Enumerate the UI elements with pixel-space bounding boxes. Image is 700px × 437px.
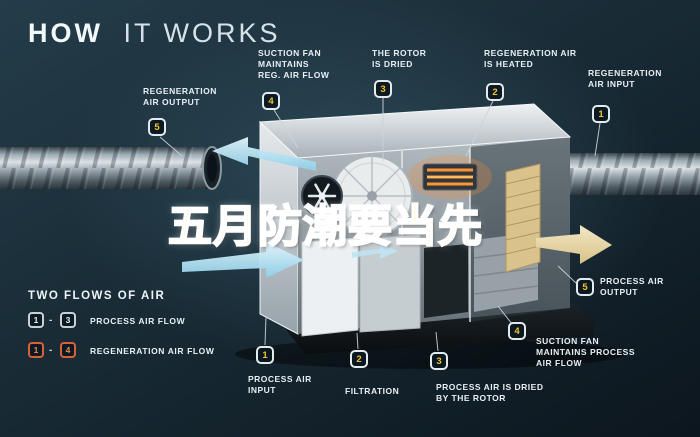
badge-number: 4 [65,345,71,355]
chinese-watermark-text: 五月防潮要当先 [167,200,483,253]
legend-badge-process-to: 3 [60,312,76,328]
title-word-it-works: IT WORKS [123,18,281,48]
legend-dash: - [49,345,53,356]
legend-dash: - [49,315,53,326]
badge-number: 3 [65,315,71,325]
rotor-edge-band [505,163,541,273]
legend-label-regeneration-air-flow: REGENERATION AIR FLOW [90,346,215,356]
legend-label-process-air-flow: PROCESS AIR FLOW [90,316,186,326]
badge-number: 2 [492,86,498,98]
title-word-how: HOW [28,18,103,48]
callout-badge-5-regen-output: 5 [148,118,166,136]
callout-badge-1-regen-input: 1 [592,105,610,123]
badge-number: 1 [598,108,604,120]
process-air-in-arrow [182,242,304,278]
page-title: HOW IT WORKS [28,18,281,49]
callout-badge-2-air-heated: 2 [486,83,504,101]
badge-number: 3 [436,355,442,367]
callout-label-process-air-dried: PROCESS AIR IS DRIED BY THE ROTOR [436,382,544,404]
legend-badge-regen-from: 1 [28,342,44,358]
badge-number: 4 [514,325,520,337]
callout-badge-4-suction-reg: 4 [262,92,280,110]
callout-badge-5-process-out: 5 [576,278,594,296]
callout-badge-4-suction-proc: 4 [508,322,526,340]
callout-label-process-air-output: PROCESS AIR OUTPUT [600,276,664,298]
leader-lines [159,98,601,352]
fan-icon [301,175,343,217]
heater-icon [408,155,492,199]
callout-badge-1-process-in: 1 [256,346,274,364]
badge-number: 1 [262,349,268,361]
badge-number: 2 [356,353,362,365]
legend-badge-process-from: 1 [28,312,44,328]
internal-air-arrow [352,243,398,259]
badge-number: 1 [33,345,39,355]
callout-label-filtration: FILTRATION [345,386,400,396]
callout-label-suction-fan-reg: SUCTION FAN MAINTAINS REG. AIR FLOW [258,48,330,81]
callout-badge-2-filtration: 2 [350,350,368,368]
legend-heading: TWO FLOWS OF AIR [28,290,166,302]
callout-badge-3-rotor-dried: 3 [374,80,392,98]
callout-label-rotor-is-dried: THE ROTOR IS DRIED [372,48,427,70]
regeneration-air-out-arrow [212,137,316,171]
left-duct [0,146,222,190]
badge-number: 3 [380,83,386,95]
callout-label-regen-air-heated: REGENERATION AIR IS HEATED [484,48,577,70]
callout-label-regeneration-air-output: REGENERATION AIR OUTPUT [143,86,217,108]
right-duct [546,152,700,196]
badge-number: 5 [154,121,160,133]
badge-number: 1 [33,315,39,325]
dry-air-out-arrow [536,225,612,264]
callout-label-regeneration-air-input: REGENERATION AIR INPUT [588,68,662,90]
machine-base [286,304,594,354]
callout-label-suction-fan-process: SUCTION FAN MAINTAINS PROCESS AIR FLOW [536,336,636,369]
callout-label-process-air-input: PROCESS AIR INPUT [248,374,312,396]
badge-number: 4 [268,95,274,107]
callout-badge-3-process-dried: 3 [430,352,448,370]
badge-number: 5 [582,281,588,293]
legend-badge-regen-to: 4 [60,342,76,358]
